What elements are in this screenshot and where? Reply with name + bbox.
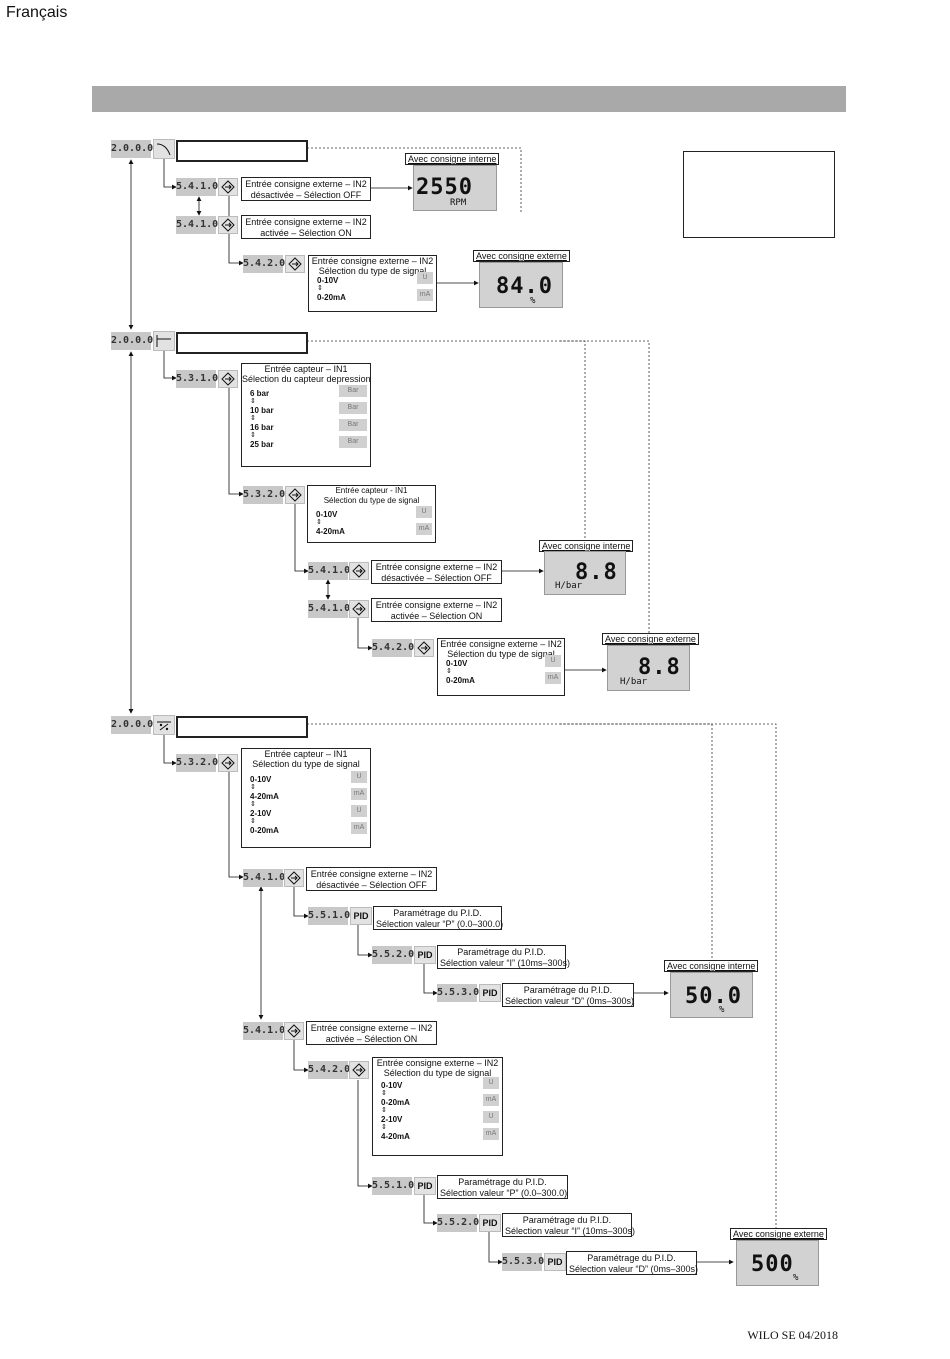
pid-icon[interactable]: PID: [479, 984, 501, 1002]
lcd-display-rpm: 2550 RPM: [413, 165, 497, 211]
diamond-arrow-icon[interactable]: [218, 754, 238, 772]
diamond-arrow-icon[interactable]: [414, 639, 434, 657]
pid-p-box: Paramétrage du P.I.D.Sélection valeur “P…: [373, 906, 503, 930]
menu-code-5410[interactable]: 5.4.1.0: [308, 600, 350, 618]
pid-d-box: Paramétrage du P.I.D.Sélection valeur “D…: [502, 983, 634, 1007]
lcd-display-pid: 50.0 %: [670, 972, 753, 1018]
pid-mode-icon[interactable]: [153, 715, 175, 735]
menu-code-5420[interactable]: 5.4.2.0: [308, 1061, 350, 1079]
diamond-arrow-icon[interactable]: [284, 869, 304, 887]
lcd-label-internal: Avec consigne interne: [664, 960, 759, 972]
mode-title-box: [176, 716, 308, 738]
diamond-arrow-icon[interactable]: [349, 1061, 369, 1079]
mode-title-box: [176, 332, 308, 354]
pid-icon[interactable]: PID: [414, 946, 436, 964]
lcd-label-internal: Avec consigne interne: [405, 153, 500, 165]
pid-d-box: Paramétrage du P.I.D.Sélection valeur “D…: [566, 1251, 698, 1275]
menu-code-5320[interactable]: 5.3.2.0: [176, 754, 218, 772]
diamond-arrow-icon[interactable]: [285, 486, 305, 504]
pid-icon[interactable]: PID: [479, 1214, 501, 1232]
menu-code-5410[interactable]: 5.4.1.0: [243, 869, 285, 887]
menu-code-2000[interactable]: 2.0.0.0: [111, 716, 153, 734]
mode-title-box: [176, 140, 308, 162]
language-label: Français: [6, 4, 68, 21]
diamond-arrow-icon[interactable]: [349, 562, 369, 580]
menu-code-5410[interactable]: 5.4.1.0: [176, 178, 218, 196]
legend-box: [683, 151, 835, 238]
pid-icon[interactable]: PID: [414, 1177, 436, 1195]
lcd-display-hbar: 8.8 H/bar: [544, 551, 626, 595]
pid-p-box: Paramétrage du P.I.D.Sélection valeur “P…: [437, 1175, 568, 1199]
constant-mode-icon[interactable]: [153, 331, 175, 351]
diamond-arrow-icon[interactable]: [349, 600, 369, 618]
menu-code-5510[interactable]: 5.5.1.0: [372, 1177, 414, 1195]
pid-icon[interactable]: PID: [544, 1253, 566, 1271]
menu-code-5410[interactable]: 5.4.1.0: [176, 216, 218, 234]
menu-code-5520[interactable]: 5.5.2.0: [437, 1214, 479, 1232]
pid-i-box: Paramétrage du P.I.D.Sélection valeur “I…: [437, 945, 570, 969]
lcd-display-hbar: 8.8 H/bar: [607, 645, 690, 691]
menu-code-5530[interactable]: 5.5.3.0: [502, 1253, 544, 1271]
menu-code-2000[interactable]: 2.0.0.0: [111, 332, 153, 350]
lcd-label-external: Avec consigne externe: [602, 633, 699, 645]
menu-code-5510[interactable]: 5.5.1.0: [308, 907, 350, 925]
pid-i-box: Paramétrage du P.I.D.Sélection valeur “I…: [502, 1213, 635, 1237]
footer-text: WILO SE 04/2018: [747, 1328, 838, 1342]
menu-code-5530[interactable]: 5.5.3.0: [437, 984, 479, 1002]
lcd-display-percent: 84.0 %: [479, 262, 563, 308]
diamond-arrow-icon[interactable]: [218, 370, 238, 388]
diamond-arrow-icon[interactable]: [285, 255, 305, 273]
menu-code-5520[interactable]: 5.5.2.0: [372, 946, 414, 964]
diamond-arrow-icon[interactable]: [218, 178, 238, 196]
menu-code-5420[interactable]: 5.4.2.0: [243, 255, 285, 273]
menu-code-5310[interactable]: 5.3.1.0: [176, 370, 218, 388]
lcd-label-external: Avec consigne externe: [473, 250, 570, 262]
diamond-arrow-icon[interactable]: [218, 216, 238, 234]
header-bar: [92, 86, 846, 112]
menu-code-5320[interactable]: 5.3.2.0: [243, 486, 285, 504]
lcd-label-external: Avec consigne externe: [730, 1228, 827, 1240]
menu-code-2000[interactable]: 2.0.0.0: [111, 140, 153, 158]
diamond-arrow-icon[interactable]: [284, 1022, 304, 1040]
menu-code-5410[interactable]: 5.4.1.0: [243, 1022, 285, 1040]
menu-code-5410[interactable]: 5.4.1.0: [308, 562, 350, 580]
lcd-display-pid: 500 %: [736, 1240, 819, 1286]
curve-mode-icon[interactable]: [153, 139, 175, 159]
menu-code-5420[interactable]: 5.4.2.0: [372, 639, 414, 657]
pid-icon[interactable]: PID: [350, 907, 372, 925]
